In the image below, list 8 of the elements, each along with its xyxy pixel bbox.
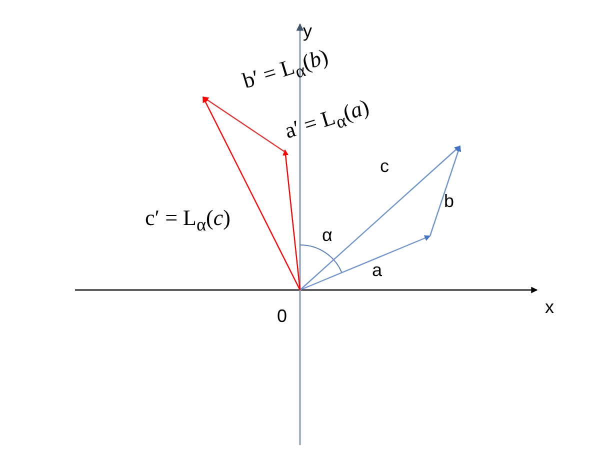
vector-label: a [372,261,382,279]
angle-label: α [322,226,332,244]
vector-label: b [444,192,454,210]
vector-label: c [380,157,389,175]
formula-label: c′ = L$_{α}$(c) [145,207,230,234]
axis-label: y [303,22,312,40]
axis-label: x [545,298,554,316]
origin-label: 0 [277,307,288,325]
